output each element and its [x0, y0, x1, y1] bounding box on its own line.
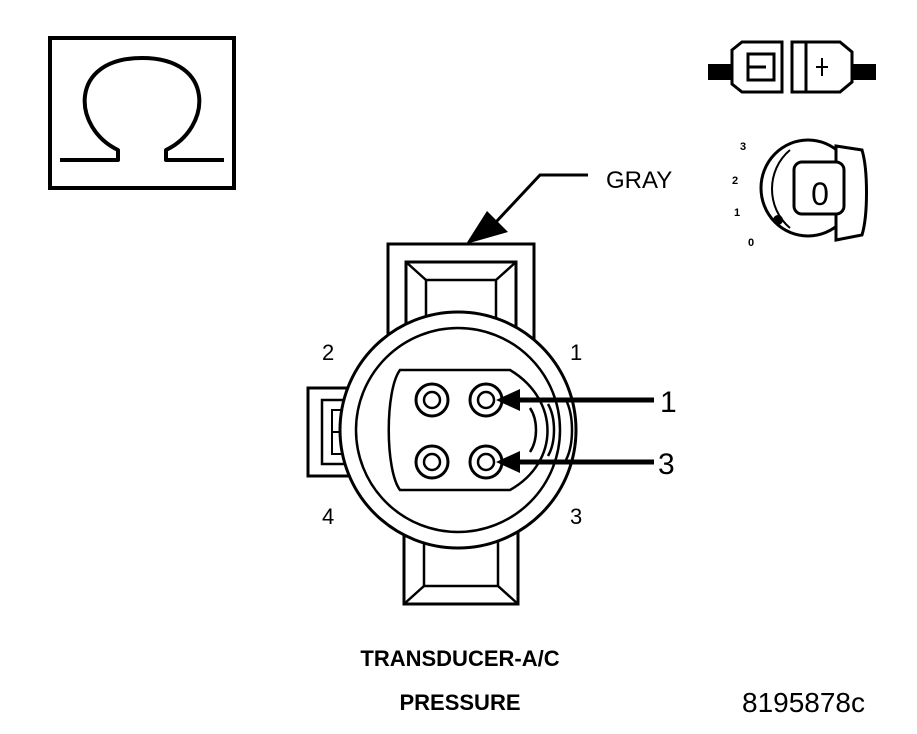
key-position-2: 2 [732, 175, 738, 187]
cavity-label-2: 2 [322, 340, 334, 365]
cavity-label-4: 4 [322, 504, 334, 529]
component-title-line1: TRANSDUCER-A/C [360, 646, 559, 671]
terminal-cavity-2 [414, 382, 450, 418]
connector-body [306, 242, 578, 606]
terminal-cavities [414, 382, 504, 480]
key-position-1: 1 [734, 207, 740, 219]
key-display: 0 [811, 176, 829, 212]
disconnected-connector-icon [708, 40, 876, 94]
key-position-3: 3 [740, 141, 746, 153]
wire-leader: GRAY [466, 167, 672, 244]
figure-id: 8195878c [742, 687, 865, 718]
key-position-0: 0 [748, 237, 754, 249]
terminal-cavity-4 [414, 444, 450, 480]
component-title-line2: PRESSURE [399, 690, 520, 715]
cavity-label-3: 3 [570, 504, 582, 529]
callout-label-1: 1 [660, 386, 677, 419]
ohm-meter-icon [48, 36, 236, 190]
wire-color-label: GRAY [606, 167, 672, 194]
callout-label-3: 3 [658, 448, 675, 481]
cavity-label-1: 1 [570, 340, 582, 365]
ignition-key-off-icon: 3 2 1 0 0 [732, 138, 868, 249]
terminal-cavity-1 [468, 382, 504, 418]
callout-arrow-1 [496, 389, 654, 411]
callout-arrow-3 [496, 451, 654, 473]
terminal-cavity-3 [468, 444, 504, 480]
